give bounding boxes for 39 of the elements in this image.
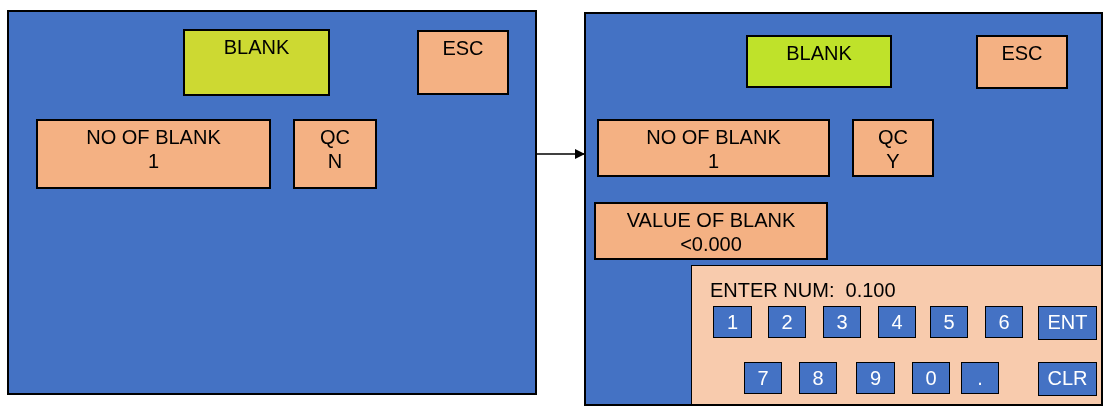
mode-title: BLANK [222,35,291,59]
keypad-panel [691,265,1101,404]
key-button: 8 [799,362,837,394]
key-button: 7 [744,362,782,394]
field-text: <0.000 [679,232,743,256]
field-text: QC [319,125,351,149]
key-button: CLR [1038,362,1097,396]
field-text: QC [877,125,909,149]
field-text: NO OF BLANK [645,125,782,149]
field-text: N [326,149,344,173]
setting-field [852,119,934,177]
key-button: 9 [856,362,895,394]
field-text: VALUE OF BLANK [625,208,797,232]
key-button: 0 [912,362,950,394]
field-text: Y [885,149,901,173]
screen-panel [7,10,537,395]
field-text: 1 [706,149,721,173]
mode-title: BLANK [785,41,853,65]
field-text: NO OF BLANK [85,125,222,149]
setting-field [597,119,830,177]
key-button: 6 [985,306,1023,338]
escape-button: ESC [976,35,1068,89]
escape-button: ESC [417,30,509,95]
key-button: 5 [930,306,968,338]
key-button: 3 [823,306,861,338]
key-button: . [961,362,999,394]
mode-title-box [746,35,892,88]
setting-field [293,119,377,189]
arrow [536,149,585,159]
entry-readout: ENTER NUM: 0.100 [710,278,896,302]
key-button: 2 [768,306,806,338]
key-button: 1 [713,306,752,338]
screen-panel [584,12,1103,406]
key-button: 4 [878,306,916,338]
mode-title-box [183,29,330,96]
setting-field [594,202,828,260]
key-button: ENT [1038,306,1097,340]
field-text: 1 [146,149,161,173]
setting-field [36,119,271,189]
